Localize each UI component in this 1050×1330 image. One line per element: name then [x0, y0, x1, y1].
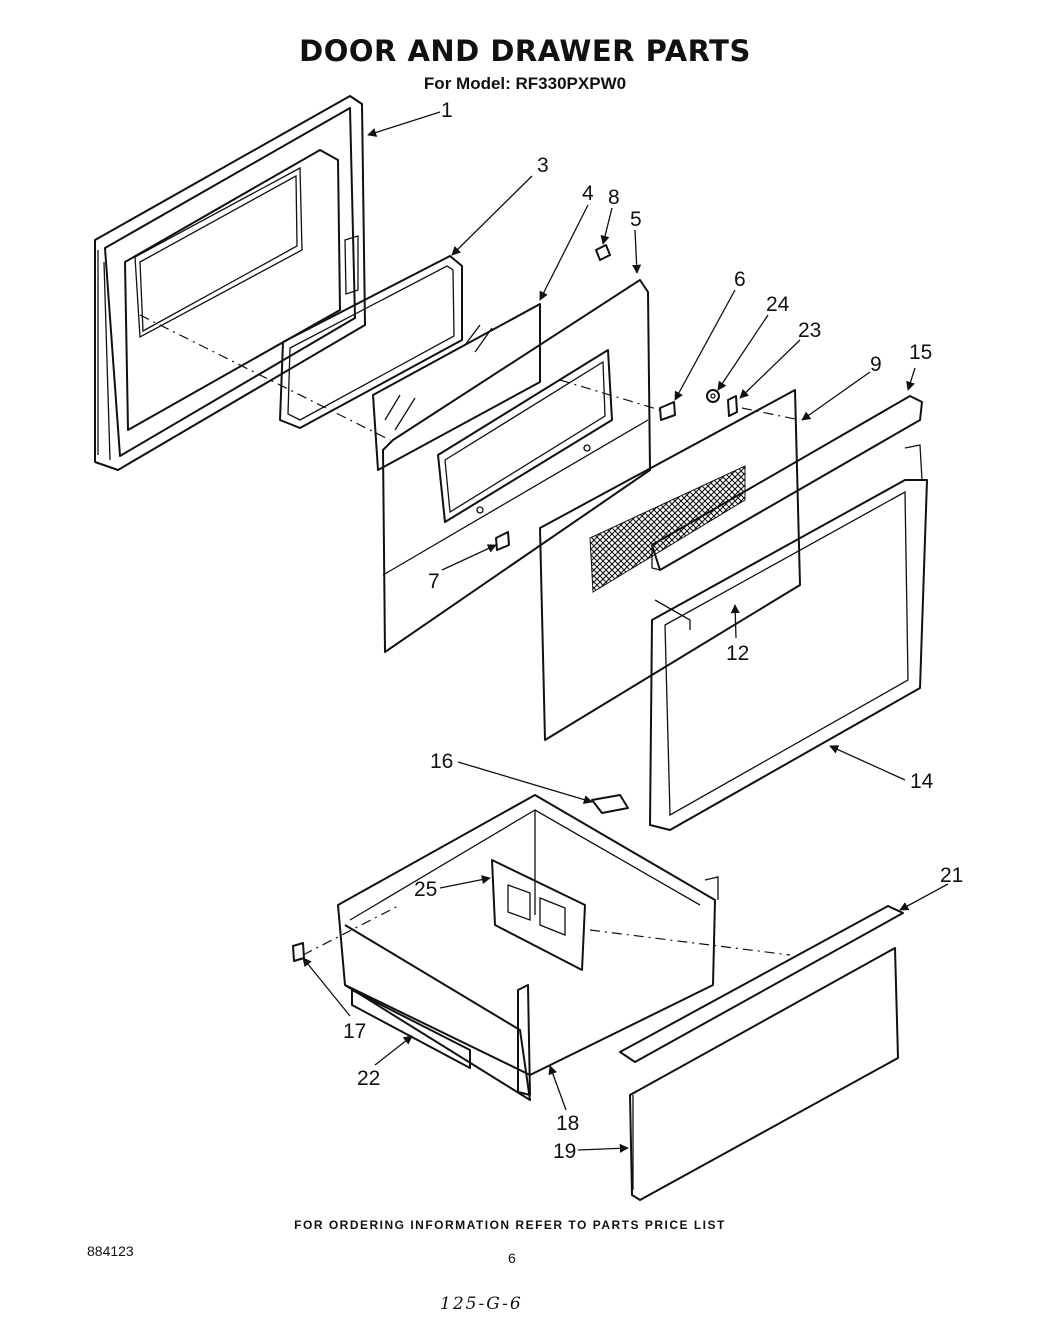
drawer-rail — [351, 989, 471, 1069]
drawer-body — [337, 794, 719, 1101]
inner-door-panel — [382, 279, 651, 653]
outer-door-panel — [94, 95, 366, 471]
part-23-spring — [727, 395, 738, 417]
handwritten-note: 125-G-6 — [440, 1294, 523, 1314]
alignment-lines — [139, 314, 801, 956]
door-frame — [649, 444, 928, 831]
door-gasket — [279, 255, 463, 429]
part-6-hinge-clip — [659, 401, 676, 421]
drawer-top-trim — [619, 905, 904, 1063]
part-7-bracket — [495, 531, 510, 551]
callout-19: 19 — [553, 1140, 576, 1163]
drawer-partition — [491, 859, 586, 971]
part-24-screw — [706, 389, 720, 403]
page-title: DOOR AND DRAWER PARTS — [299, 34, 751, 68]
page-number: 6 — [508, 1250, 516, 1266]
callout-12: 12 — [726, 642, 749, 665]
door-window-mesh-panel — [539, 389, 801, 741]
part-17-glide — [292, 942, 305, 962]
drawer-front-panel — [629, 947, 899, 1201]
callout-1: 1 — [441, 99, 453, 122]
callout-22: 22 — [357, 1067, 380, 1090]
callout-16: 16 — [430, 750, 453, 773]
callout-14: 14 — [910, 770, 934, 793]
callout-24: 24 — [766, 293, 790, 316]
leader-lines — [302, 111, 949, 1153]
callout-17: 17 — [343, 1020, 366, 1043]
callout-23: 23 — [798, 319, 821, 342]
callout-8: 8 — [608, 186, 620, 209]
model-subtitle: For Model: RF330PXPW0 — [423, 74, 627, 93]
callout-5: 5 — [630, 208, 642, 231]
document-number: 884123 — [87, 1243, 134, 1259]
callout-15: 15 — [909, 341, 932, 364]
part-8-clip — [595, 244, 611, 261]
callout-7: 7 — [428, 570, 440, 593]
callout-21: 21 — [940, 864, 963, 887]
callout-3: 3 — [537, 154, 549, 177]
callout-18: 18 — [556, 1112, 579, 1135]
part-16-latch — [591, 794, 629, 814]
callout-6: 6 — [734, 268, 746, 291]
callout-9: 9 — [870, 353, 882, 376]
ordering-info-note: FOR ORDERING INFORMATION REFER TO PARTS … — [294, 1218, 726, 1232]
door-top-trim — [651, 395, 923, 571]
door-glass-pane — [372, 303, 541, 471]
callout-25: 25 — [414, 878, 437, 901]
callout-4: 4 — [582, 182, 594, 205]
